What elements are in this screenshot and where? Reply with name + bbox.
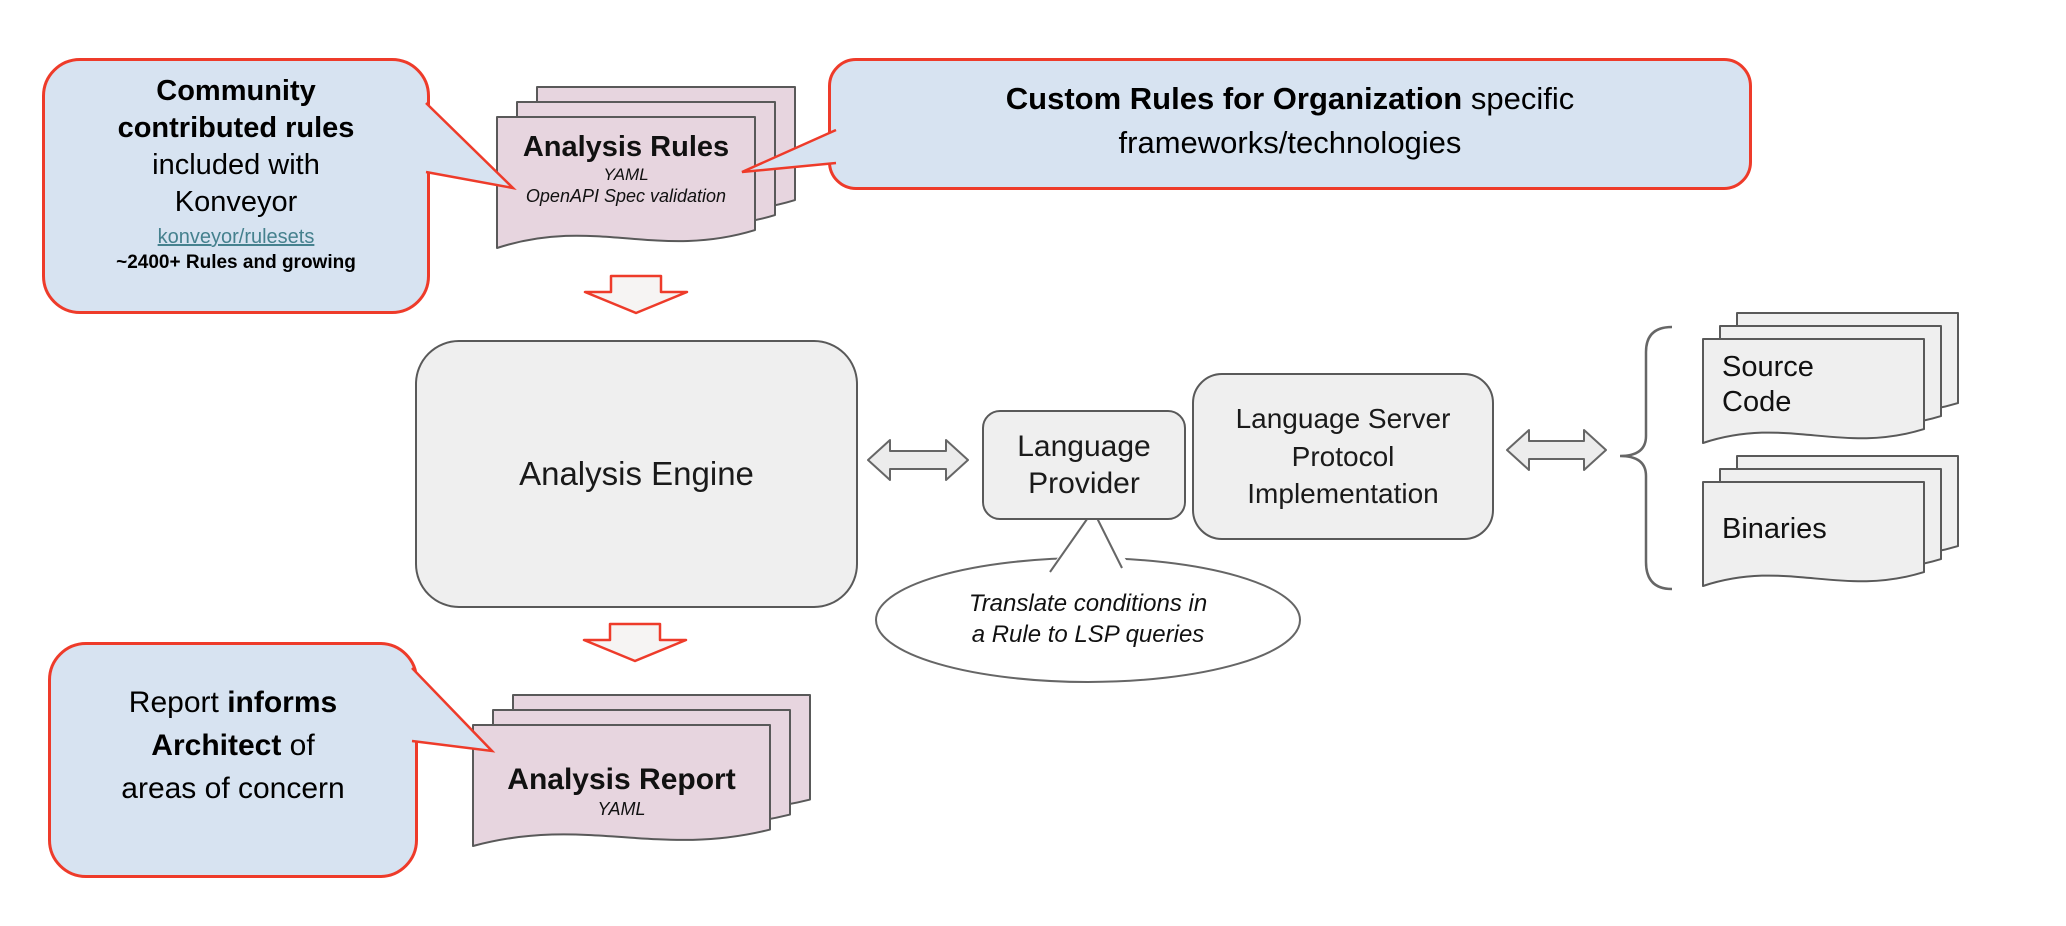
speech-bubble-pointer xyxy=(1032,512,1146,592)
language-provider-label: Language Provider xyxy=(1017,429,1151,501)
analysis-engine-box: Analysis Engine xyxy=(415,340,858,608)
double-arrow-lsp-sources-icon xyxy=(1506,429,1607,471)
report-callout-pointer-outline xyxy=(411,667,496,753)
report-seg2: informs xyxy=(227,686,338,719)
analysis-report-doc-label: Analysis Report YAML xyxy=(473,762,770,821)
double-arrow-engine-provider-icon xyxy=(867,439,969,481)
curly-brace-icon xyxy=(1619,325,1673,591)
community-line-4: Konveyor xyxy=(174,186,298,218)
speech-bubble-pointer-right-edge xyxy=(1093,511,1123,569)
rulesets-link[interactable]: konveyor/rulesets xyxy=(157,226,315,248)
custom-rules-rest-text: specific xyxy=(1462,81,1575,116)
report-line-2: Architect of xyxy=(51,724,415,767)
community-line-2: contributed rules xyxy=(117,112,355,144)
analysis-engine-label: Analysis Engine xyxy=(519,455,754,492)
analysis-rules-note: OpenAPI Spec validation xyxy=(525,186,727,206)
report-seg1: Report xyxy=(128,686,228,719)
analysis-rules-doc-label: Analysis Rules YAML OpenAPI Spec validat… xyxy=(497,130,755,208)
community-line-3: included with xyxy=(152,149,320,181)
binaries-doc-label: Binaries xyxy=(1722,513,1827,545)
custom-rules-callout: Custom Rules for Organization specific f… xyxy=(828,58,1752,190)
report-callout: Report informs Architect of areas of con… xyxy=(48,642,418,878)
source-code-doc-label: Source Code xyxy=(1722,351,1814,418)
speech-bubble-pointer-left-edge xyxy=(1049,511,1093,573)
rules-count-note: ~2400+ Rules and growing xyxy=(116,252,356,273)
report-callout-pointer xyxy=(412,668,492,751)
custom-callout-pointer-outline xyxy=(741,128,837,174)
custom-rules-line-2: frameworks/technologies xyxy=(1118,125,1462,160)
community-line-1: Community xyxy=(156,75,316,107)
lsp-implementation-label: Language Server Protocol Implementation xyxy=(1235,402,1451,510)
report-seg4: of xyxy=(281,729,315,762)
community-rules-callout: Community contributed rules included wit… xyxy=(42,58,430,314)
custom-rules-bold-text: Custom Rules for Organization xyxy=(1005,81,1463,116)
custom-callout-pointer xyxy=(742,130,836,172)
analysis-report-title: Analysis Report xyxy=(507,763,736,796)
custom-rules-line-1: Custom Rules for Organization specific xyxy=(831,77,1749,121)
down-arrow-engine-to-report-icon xyxy=(582,622,688,663)
language-provider-box: Language Provider xyxy=(982,410,1186,520)
analysis-rules-format: YAML xyxy=(603,165,649,184)
speech-bubble-text: Translate conditions in a Rule to LSP qu… xyxy=(968,590,1208,648)
down-arrow-rules-to-engine-icon xyxy=(583,274,689,315)
report-line-1: Report informs xyxy=(51,681,415,724)
analysis-report-format: YAML xyxy=(597,799,646,819)
lsp-implementation-box: Language Server Protocol Implementation xyxy=(1192,373,1494,540)
report-seg3: Architect xyxy=(151,729,282,762)
report-line-3: areas of concern xyxy=(121,772,345,805)
analysis-rules-title: Analysis Rules xyxy=(522,131,730,163)
